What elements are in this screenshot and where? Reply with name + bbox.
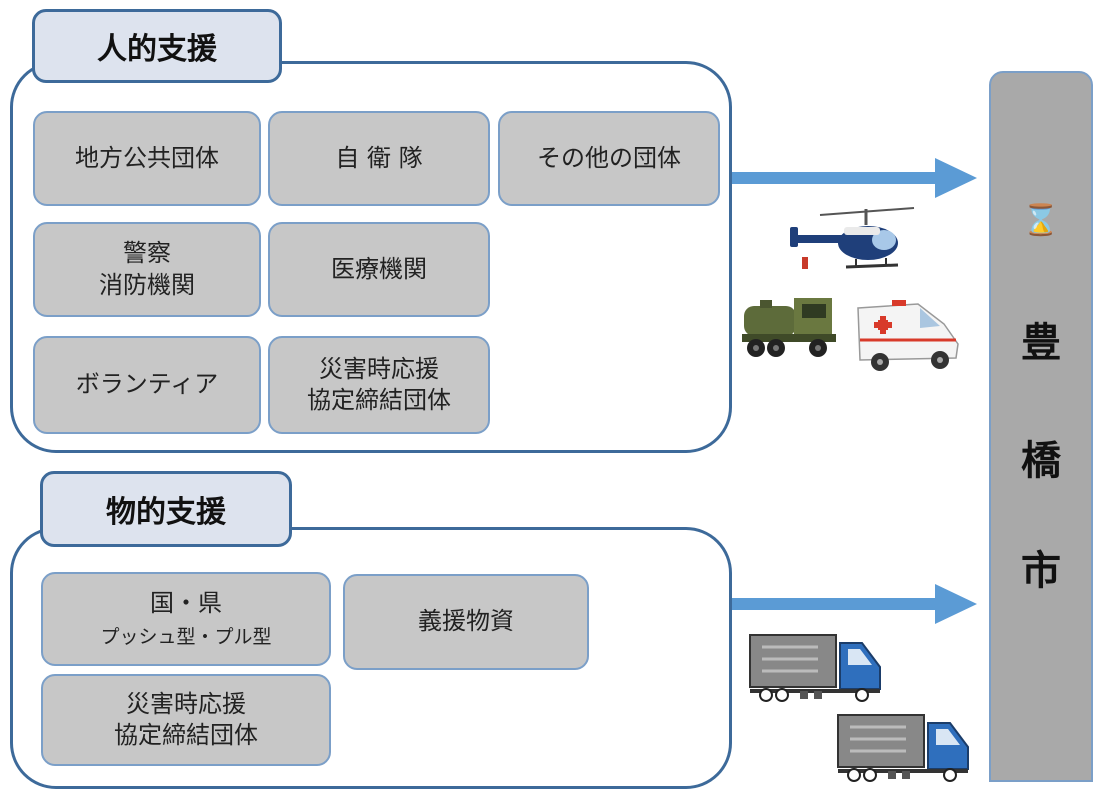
tank-truck-icon — [742, 298, 836, 357]
box-relief-goods: 義援物資 — [343, 574, 589, 670]
box-medical: 医療機関 — [268, 222, 490, 317]
truck-icon — [837, 714, 969, 782]
city-name-char-2: 橋 — [1021, 438, 1061, 484]
box-line2: 消防機関 — [99, 270, 195, 299]
box-volunteer: ボランティア — [33, 336, 261, 434]
arrow-human-to-city — [732, 158, 977, 198]
box-line1: 災害時応援 — [126, 689, 246, 718]
box-line2: プッシュ型・プル型 — [100, 626, 272, 649]
box-other-organizations: その他の団体 — [498, 111, 720, 206]
human-support-title: 人的支援 — [32, 9, 282, 83]
truck-icon — [749, 634, 881, 702]
material-support-title: 物的支援 — [40, 471, 292, 547]
city-emblem-icon: ⌛ — [1022, 203, 1060, 238]
box-disaster-agreement-human: 災害時応援 協定締結団体 — [268, 336, 490, 434]
box-self-defense-forces: 自 衛 隊 — [268, 111, 490, 206]
box-disaster-agreement-material: 災害時応援 協定締結団体 — [41, 674, 331, 766]
box-label: 地方公共団体 — [75, 143, 219, 172]
box-label: ボランティア — [75, 370, 219, 399]
box-label: 自 衛 隊 — [335, 143, 423, 172]
box-police-fire: 警察 消防機関 — [33, 222, 261, 317]
box-line2: 協定締結団体 — [307, 386, 451, 414]
toyohashi-city-column: ⌛ 豊 橋 市 — [989, 71, 1093, 782]
box-local-government: 地方公共団体 — [33, 111, 261, 206]
ambulance-icon — [857, 300, 959, 371]
box-line1: 災害時応援 — [319, 354, 439, 383]
helicopter-icon — [790, 207, 915, 269]
city-name-char-3: 市 — [1021, 548, 1061, 594]
box-label: 義援物資 — [418, 607, 514, 636]
box-line1: 国・県 — [150, 589, 222, 618]
box-label: その他の団体 — [537, 143, 681, 172]
box-national-prefecture: 国・県 プッシュ型・プル型 — [41, 572, 331, 666]
box-line2: 協定締結団体 — [114, 721, 258, 749]
city-name-char-1: 豊 — [1021, 320, 1061, 366]
box-line1: 警察 — [123, 239, 171, 268]
arrow-material-to-city — [732, 584, 977, 624]
box-label: 医療機関 — [331, 254, 427, 283]
